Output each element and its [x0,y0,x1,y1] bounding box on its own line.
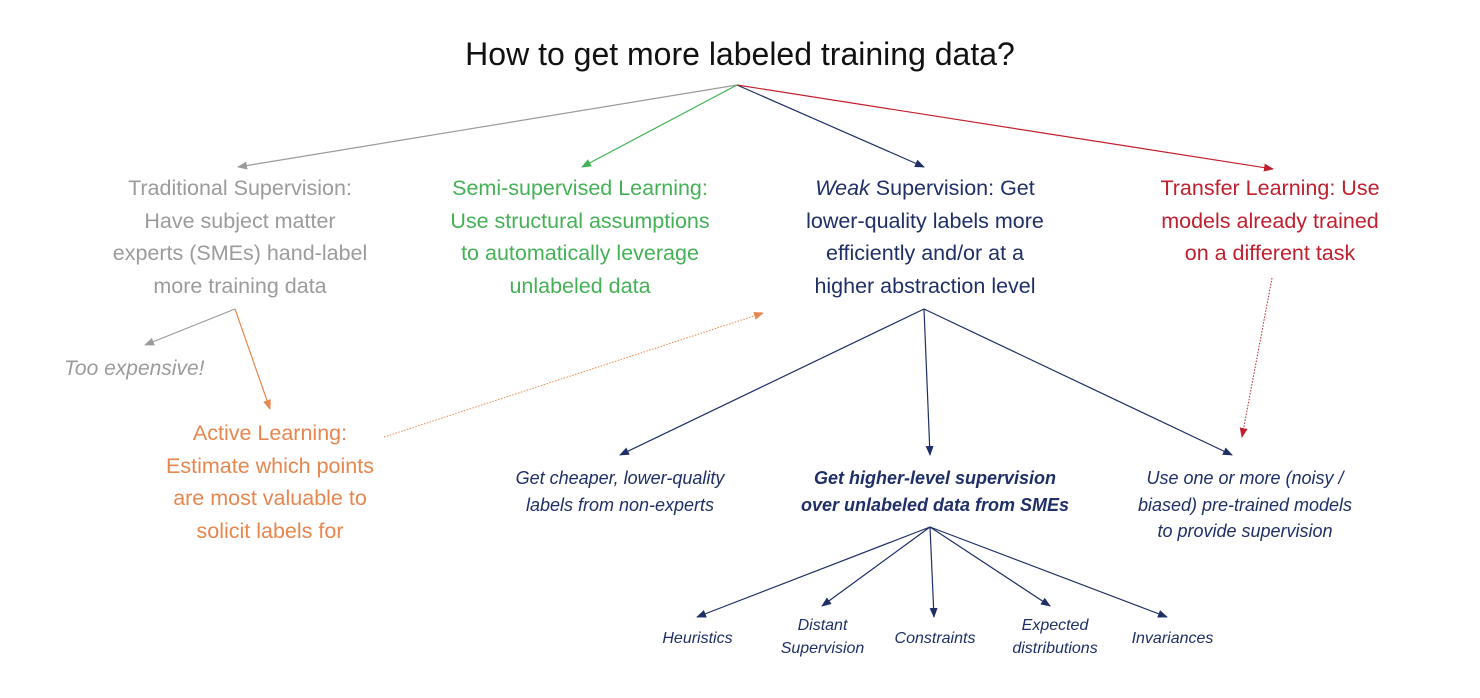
active-line: are most valuable to [173,486,367,510]
pretrained-models-node: Use one or more (noisy / biased) pre-tra… [1095,465,1395,545]
leaf-expected-line: Expected [1021,617,1089,634]
semi-heading: Semi-supervised Learning: [452,176,708,200]
higher-level-line: Get higher-level supervision [813,468,1057,488]
arrow-to-cheaper [619,308,925,456]
traditional-line: experts (SMEs) hand-label [112,241,368,265]
higher-level-supervision-node: Get higher-level supervision over unlabe… [775,465,1095,518]
arrow-active-to-weak [383,311,764,438]
transfer-learning-node: Transfer Learning: Use models already tr… [1120,172,1420,270]
cheaper-line: labels from non-experts [525,494,715,515]
arrow-to-weak [736,84,925,168]
leaf-distant-supervision: Distant Supervision [760,614,885,660]
active-line: solicit labels for [196,518,344,543]
pretrained-line: Use one or more (noisy / [1146,468,1344,488]
semi-line: to automatically leverage [461,241,699,265]
transfer-heading: Transfer Learning: Use [1120,172,1420,205]
leaf-expected-distributions: Expected distributions [990,614,1120,660]
arrow-to-pretrained [923,308,1233,456]
cheaper-labels-node: Get cheaper, lower-quality labels from n… [470,465,770,518]
arrow-to-semi [581,84,738,168]
arrow-to-heuristics [696,526,931,618]
leaf-expected-line: distributions [1012,640,1098,657]
higher-level-line: over unlabeled data from SMEs [800,494,1070,515]
transfer-line: models already trained [1161,208,1379,233]
arrow-to-active [234,308,271,410]
weak-line: lower-quality labels more [806,208,1044,233]
weak-line: efficiently and/or at a [825,241,1024,265]
weak-heading-tail: Get [994,176,1035,200]
arrow-to-higher-level [923,308,934,456]
active-heading: Active Learning: [192,421,348,445]
transfer-heading-tail: Use [1335,176,1380,200]
diagram-title: How to get more labeled training data? [465,36,1015,72]
arrow-to-too-expensive [144,308,236,346]
arrow-to-invariances [929,526,1168,618]
weak-heading-rest: Supervision: [869,176,995,200]
leaf-distant-line: Distant [797,617,848,634]
traditional-supervision-node: Traditional Supervision: Have subject ma… [80,172,400,302]
active-line: Estimate which points [166,453,374,478]
pretrained-line: to provide supervision [1157,521,1333,541]
transfer-heading-label: Transfer Learning: [1160,176,1336,200]
active-learning-node: Active Learning: Estimate which points a… [130,417,410,547]
semi-line: unlabeled data [509,273,651,298]
leaf-constraints: Constraints [894,630,976,647]
arrow-to-expected [929,526,1051,607]
leaf-heuristics: Heuristics [662,630,733,647]
weak-line: higher abstraction level [814,273,1036,298]
pretrained-line: biased) pre-trained models [1137,494,1353,515]
leaf-invariances: Invariances [1131,630,1214,647]
too-expensive-label: Too expensive! [64,357,205,380]
semi-supervised-node: Semi-supervised Learning: Use structural… [420,172,740,302]
weak-supervision-node: Weak Supervision: Get lower-quality labe… [765,172,1085,302]
weak-heading: Weak Supervision: Get [765,172,1085,205]
traditional-line: Have subject matter [144,208,336,233]
weak-heading-emphasis: Weak [815,176,870,200]
semi-line: Use structural assumptions [450,208,710,233]
arrow-to-constraints [929,526,938,618]
cheaper-line: Get cheaper, lower-quality [515,468,725,488]
traditional-line: more training data [153,273,327,298]
arrow-to-traditional [237,84,738,170]
transfer-line: on a different task [1184,241,1356,265]
leaf-distant-line: Supervision [780,640,865,657]
arrow-transfer-to-pretrained [1239,277,1273,438]
arrow-to-transfer [736,84,1274,172]
traditional-heading: Traditional Supervision: [128,176,352,200]
arrow-to-distant [821,526,931,607]
